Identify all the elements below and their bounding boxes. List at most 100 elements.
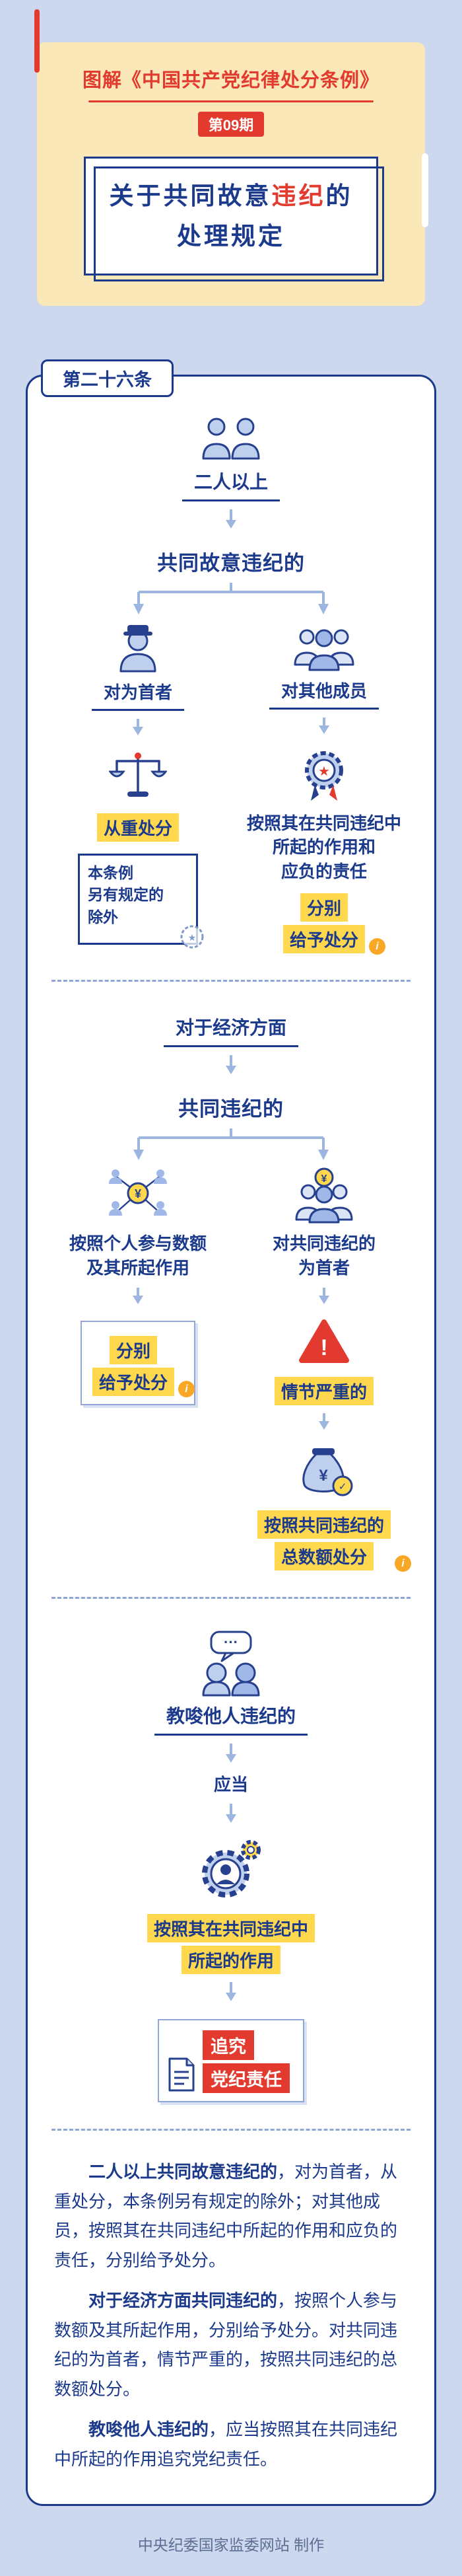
gear-person-icon — [202, 1840, 261, 1898]
branch-row: 对为首者 从重处分 — [45, 617, 417, 955]
result-highlight: 从重处分 — [96, 810, 179, 842]
info-icon: i — [369, 938, 385, 955]
svg-text:¥: ¥ — [319, 1467, 328, 1485]
svg-text:!: ! — [320, 1335, 327, 1360]
result-highlight: 分别 给予处分 i — [92, 1333, 195, 1398]
subject-label: 对于经济方面 — [163, 1013, 298, 1048]
two-people-icon — [202, 418, 260, 460]
warning-icon: ! — [299, 1319, 349, 1364]
arrow-down-icon — [226, 1744, 236, 1763]
title-line1-pre: 关于共同故意 — [109, 182, 272, 209]
basis-line: 所起的作用 — [181, 1946, 280, 1975]
condition-label: 教唆他人违纪的 — [154, 1702, 308, 1736]
moneybag-icon: ¥ ✓ — [302, 1448, 353, 1496]
dashed-divider — [51, 2129, 411, 2131]
svg-text:★: ★ — [318, 764, 330, 779]
network-money-icon: ¥ — [109, 1169, 167, 1216]
exception-note: 本条例 另有规定的 除外 ★ — [78, 854, 204, 949]
condition-label: 共同违纪的 — [178, 1097, 284, 1121]
severity-text: 情节严重的 — [274, 1377, 374, 1406]
article-tab: 第二十六条 — [41, 359, 174, 398]
summary-rest: ，按照个人参与数额及其所起作用，分别给予处分。对共同违纪的为首者，情节严重的，按… — [54, 2290, 398, 2400]
basis-highlight: 按照其在共同违纪中 所起的作用 — [147, 1911, 315, 1975]
summary-text: 二人以上共同故意违纪的，对为首者，从重处分，本条例另有规定的除外；对其他成员，按… — [54, 2157, 408, 2474]
note-line: 本条例 — [88, 864, 133, 882]
header-card: 图解《中国共产党纪律处分条例》 第09期 关于共同故意违纪的 处理规定 — [34, 9, 428, 307]
result-line: 按照共同违纪的 — [257, 1510, 391, 1539]
target-label: 对其他成员 — [269, 678, 379, 710]
severity-highlight: 情节严重的 — [274, 1374, 374, 1406]
summary-paragraph: 对于经济方面共同违纪的，按照个人参与数额及其所起作用，分别给予处分。对共同违纪的… — [54, 2286, 408, 2404]
result-line: 总数额处分 — [274, 1542, 374, 1571]
target-line: 为首者 — [298, 1257, 350, 1278]
result-text: 从重处分 — [96, 813, 179, 842]
arrow-down-icon — [133, 1288, 143, 1305]
target-line: 对共同违纪的 — [272, 1233, 376, 1254]
arrow-down-icon — [133, 719, 143, 736]
series-rule — [88, 100, 374, 102]
leader-icon — [119, 625, 156, 673]
red-accent-bar — [34, 9, 40, 73]
target-text: 对共同违纪的 为首者 — [273, 1232, 376, 1280]
issue-badge: 第09期 — [197, 112, 265, 137]
title-box: 关于共同故意违纪的 处理规定 — [84, 157, 384, 282]
branch-row: ¥ 按照个人参与数额 及其所起作用 分别 给予处分 i — [45, 1163, 417, 1572]
info-icon: i — [178, 1381, 195, 1398]
result-line: 分别 — [300, 893, 348, 922]
medal-icon: ★ — [305, 751, 343, 801]
result-line: 分别 — [109, 1336, 157, 1365]
branch-other-members: 对其他成员 ★ 按照其在共同违纪中 所起的作用和 应负的责任 — [231, 617, 417, 955]
svg-text:✓: ✓ — [339, 1481, 347, 1492]
result-line: 给予处分 — [282, 925, 365, 954]
result-highlight: 按照共同违纪的 总数额处分 i — [257, 1507, 411, 1572]
series-title: 图解《中国共产党纪律处分条例》 — [82, 70, 380, 91]
summary-lead: 对于经济方面共同违纪的 — [88, 2290, 278, 2310]
group-money-icon: ¥ — [295, 1167, 353, 1224]
branch-connector — [133, 1128, 329, 1161]
branch-ringleader: 对为首者 从重处分 — [45, 617, 231, 953]
main-card: 第二十六条 二人以上 共同故意违纪的 — [26, 359, 436, 2507]
accountability-result: 追究 党纪责任 — [158, 2019, 304, 2103]
branch-individual-amount: ¥ 按照个人参与数额 及其所起作用 分别 给予处分 i — [45, 1163, 231, 1570]
target-label: 对为首者 — [91, 679, 184, 712]
arrow-down-icon — [226, 1804, 236, 1823]
info-icon: i — [395, 1555, 411, 1572]
speech-instigate-icon: ··· — [202, 1631, 260, 1697]
members-icon — [294, 629, 354, 671]
note-line: 另有规定的 — [88, 886, 164, 904]
scales-icon — [109, 753, 167, 797]
branch-connector — [133, 583, 329, 615]
summary-paragraph: 二人以上共同故意违纪的，对为首者，从重处分，本条例另有规定的除外；对其他成员，按… — [54, 2157, 408, 2275]
svg-text:★: ★ — [188, 932, 197, 943]
summary-lead: 二人以上共同故意违纪的 — [88, 2162, 278, 2182]
arrow-down-icon — [226, 509, 236, 529]
result-highlight: 分别 给予处分 i — [282, 890, 385, 955]
summary-paragraph: 教唆他人违纪的，应当按照其在共同违纪中所起的作用追究党纪责任。 — [54, 2415, 408, 2474]
section-joint-intentional-violation: 二人以上 共同故意违纪的 对为首者 — [45, 410, 417, 955]
title-line1-red: 违纪 — [271, 182, 326, 209]
note-line: 除外 — [88, 908, 118, 926]
modal-label: 应当 — [213, 1775, 248, 1795]
basis-line: 按照个人参与数额 — [69, 1233, 207, 1254]
document-icon — [168, 2057, 195, 2092]
summary-lead: 教唆他人违纪的 — [88, 2419, 209, 2439]
section-economic-joint-violation: 对于经济方面 共同违纪的 — [45, 1008, 417, 1572]
title-line2: 处理规定 — [177, 223, 285, 250]
basis-line: 及其所起作用 — [86, 1257, 189, 1278]
result-line: 党纪责任 — [203, 2063, 290, 2094]
arrow-down-icon — [319, 718, 329, 735]
basis-text: 按照个人参与数额 及其所起作用 — [69, 1232, 207, 1280]
dashed-divider — [51, 1597, 411, 1600]
basis-text: 按照其在共同违纪中 所起的作用和 应负的责任 — [247, 811, 401, 883]
arrow-down-icon — [226, 1055, 236, 1075]
title-line1-post: 的 — [325, 182, 353, 209]
main-title: 关于共同故意违纪的 处理规定 — [92, 176, 370, 256]
arrow-down-icon — [319, 1413, 329, 1430]
dashed-divider — [51, 980, 411, 982]
summary-rest: ，对为首者，从重处分，本条例另有规定的除外；对其他成员，按照其在共同违纪中所起的… — [54, 2162, 398, 2271]
result-highlight-red: 追究 党纪责任 — [203, 2027, 290, 2094]
result-paper: 分别 给予处分 i — [80, 1321, 195, 1406]
condition-label: 共同故意违纪的 — [157, 552, 305, 575]
svg-text:···: ··· — [224, 1634, 238, 1650]
basis-line: 按照其在共同违纪中 — [147, 1914, 315, 1943]
